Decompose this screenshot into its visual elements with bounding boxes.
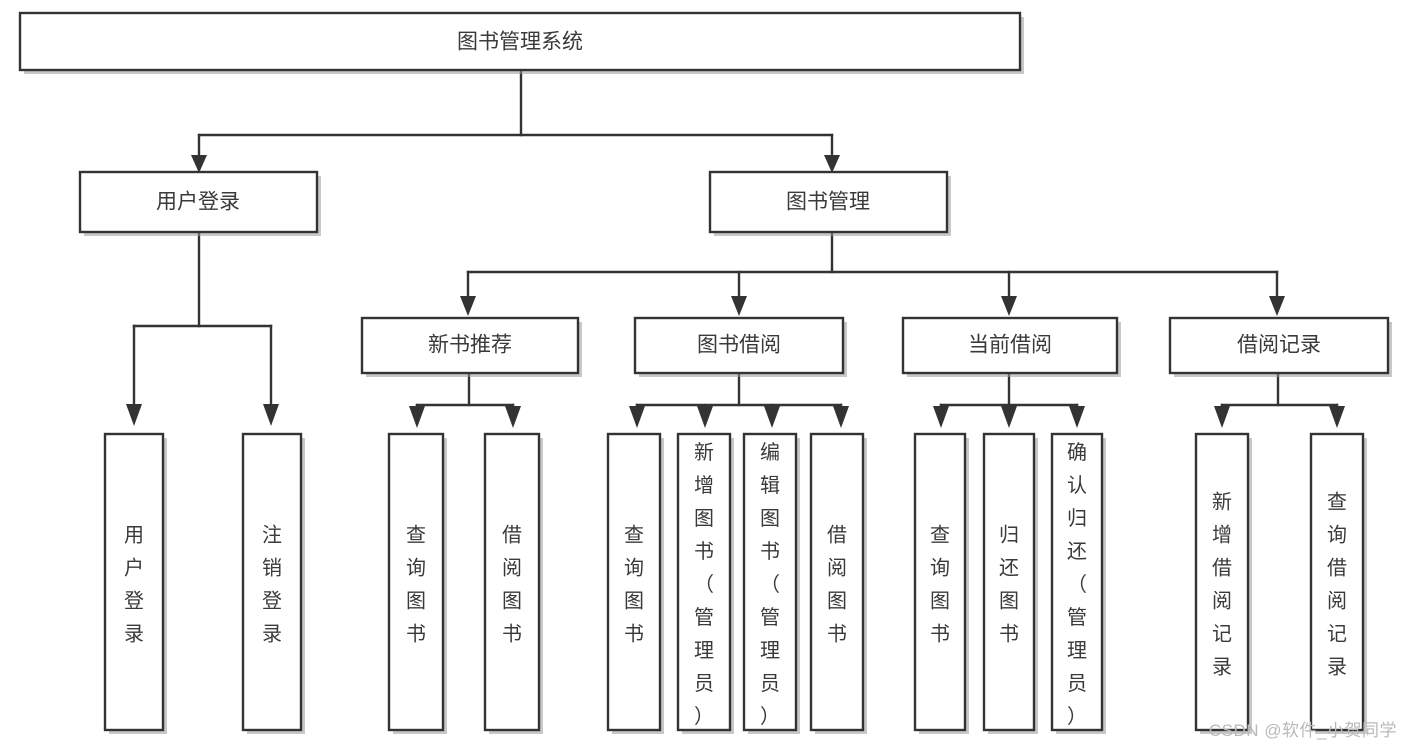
node-root-label: 图书管理系统 xyxy=(457,31,583,54)
arrow-to-leaf-edit-book xyxy=(764,406,780,428)
node-leaf-add-book[interactable]: 新增图书（管理员） xyxy=(676,432,734,734)
connector-layer xyxy=(126,68,1345,428)
node-book-manage-label: 图书管理 xyxy=(786,191,870,214)
node-new-book-rec-label: 新书推荐 xyxy=(428,334,512,357)
arrow-to-book-borrow xyxy=(731,296,747,316)
node-leaf-add-book-label: 新增图书（管理员） xyxy=(694,441,714,728)
node-leaf-confirm-return-box xyxy=(1050,432,1104,732)
node-leaf-edit-book-box xyxy=(742,432,798,732)
node-leaf-return-book[interactable]: 归还图书 xyxy=(982,432,1038,734)
node-leaf-query-book-2-box xyxy=(606,432,662,732)
node-leaf-borrow-book-2-label: 借阅图书 xyxy=(827,524,847,646)
node-book-borrow-box xyxy=(633,316,845,375)
node-leaf-add-record[interactable]: 新增借阅记录 xyxy=(1194,432,1252,734)
node-book-manage-box xyxy=(708,170,949,234)
csdn-watermark: CSDN @软件_小贺同学 xyxy=(1208,721,1397,740)
node-leaf-query-book-1-box xyxy=(387,432,445,732)
arrow-to-leaf-borrow-book-1 xyxy=(505,406,521,428)
node-leaf-logout-box xyxy=(241,432,303,732)
arrow-to-leaf-borrow-book-2 xyxy=(833,406,849,428)
arrow-to-leaf-add-book xyxy=(697,406,713,428)
node-current-borrow[interactable]: 当前借阅 xyxy=(901,316,1121,377)
arrow-to-leaf-query-record xyxy=(1329,406,1345,428)
node-root[interactable]: 图书管理系统 xyxy=(18,11,1024,74)
node-root-box xyxy=(18,11,1022,72)
arrow-to-leaf-query-book-3 xyxy=(933,406,949,428)
node-leaf-query-book-2[interactable]: 查询图书 xyxy=(606,432,664,734)
node-leaf-add-book-box xyxy=(676,432,732,732)
node-leaf-logout[interactable]: 注销登录 xyxy=(241,432,305,734)
node-leaf-edit-book[interactable]: 编辑图书（管理员） xyxy=(742,432,800,734)
node-leaf-query-book-3-box xyxy=(913,432,967,732)
arrow-to-leaf-confirm-return xyxy=(1069,406,1085,428)
node-borrow-record-box xyxy=(1168,316,1390,375)
node-leaf-logout-label: 注销登录 xyxy=(262,524,282,646)
node-leaf-edit-book-label: 编辑图书（管理员） xyxy=(760,441,780,728)
node-user-login-label: 用户登录 xyxy=(156,191,240,214)
arrow-to-borrow-record xyxy=(1269,296,1285,316)
arrow-to-leaf-query-book-2 xyxy=(629,406,645,428)
node-current-borrow-label: 当前借阅 xyxy=(968,334,1052,357)
node-leaf-query-book-2-label: 查询图书 xyxy=(624,524,644,646)
node-leaf-borrow-book-1-label: 借阅图书 xyxy=(502,524,522,646)
node-borrow-record[interactable]: 借阅记录 xyxy=(1168,316,1392,377)
node-leaf-borrow-book-2[interactable]: 借阅图书 xyxy=(809,432,867,734)
node-leaf-query-book-3-label: 查询图书 xyxy=(930,524,950,646)
node-leaf-user-login-label: 用户登录 xyxy=(124,525,144,646)
node-leaf-query-book-1[interactable]: 查询图书 xyxy=(387,432,447,734)
arrow-to-leaf-query-book-1 xyxy=(409,406,425,428)
node-leaf-query-book-1-label: 查询图书 xyxy=(406,524,426,646)
node-leaf-return-book-box xyxy=(982,432,1036,732)
arrow-to-current-borrow xyxy=(1001,296,1017,316)
node-user-login-box xyxy=(78,170,319,234)
node-user-login[interactable]: 用户登录 xyxy=(78,170,321,236)
node-leaf-add-record-box xyxy=(1194,432,1250,732)
node-leaf-query-record[interactable]: 查询借阅记录 xyxy=(1309,432,1367,734)
arrow-to-book-manage xyxy=(824,155,840,173)
node-leaf-borrow-book-1[interactable]: 借阅图书 xyxy=(483,432,543,734)
node-leaf-user-login[interactable]: 用户登录 xyxy=(103,432,167,734)
node-layer: 图书管理系统 用户登录 图书管理 新书推荐 xyxy=(18,11,1392,734)
node-leaf-confirm-return[interactable]: 确认归还（管理员） xyxy=(1050,432,1106,734)
node-leaf-query-book-3[interactable]: 查询图书 xyxy=(913,432,969,734)
arrow-to-leaf-return-book xyxy=(1001,406,1017,428)
node-leaf-return-book-label: 归还图书 xyxy=(999,524,1019,646)
node-leaf-borrow-book-2-box xyxy=(809,432,865,732)
arrow-to-leaf-add-record xyxy=(1214,406,1230,428)
node-borrow-record-label: 借阅记录 xyxy=(1237,334,1321,357)
node-leaf-query-record-label: 查询借阅记录 xyxy=(1327,491,1347,679)
arrow-to-new-book-rec xyxy=(460,296,476,316)
node-book-borrow[interactable]: 图书借阅 xyxy=(633,316,847,377)
node-book-manage[interactable]: 图书管理 xyxy=(708,170,951,236)
node-leaf-borrow-book-1-box xyxy=(483,432,541,732)
arrow-to-leaf-logout xyxy=(263,404,279,426)
arrow-to-user-login xyxy=(191,155,207,173)
node-book-borrow-label: 图书借阅 xyxy=(697,334,781,357)
node-current-borrow-box xyxy=(901,316,1119,375)
node-new-book-rec-box xyxy=(360,316,580,375)
node-new-book-rec[interactable]: 新书推荐 xyxy=(360,316,582,377)
node-leaf-query-record-box xyxy=(1309,432,1365,732)
node-leaf-add-record-label: 新增借阅记录 xyxy=(1212,491,1232,679)
node-leaf-user-login-box xyxy=(103,432,165,732)
node-leaf-confirm-return-label: 确认归还（管理员） xyxy=(1067,441,1087,728)
arrow-to-leaf-user-login xyxy=(126,404,142,426)
